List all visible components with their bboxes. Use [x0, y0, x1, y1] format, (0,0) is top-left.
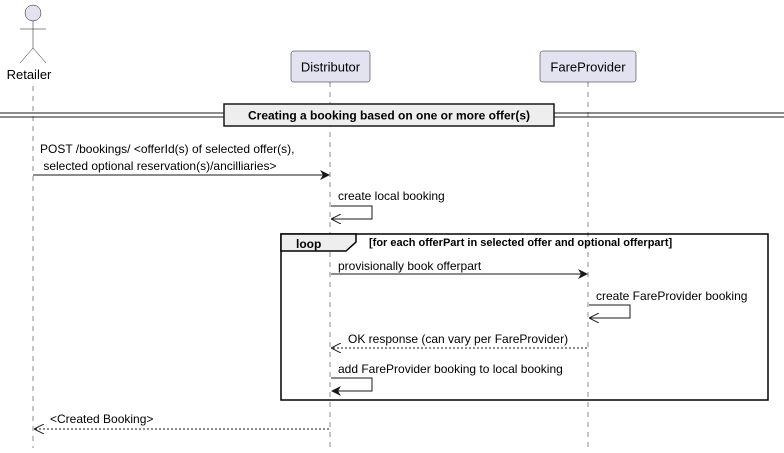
create-local-booking-arrow	[331, 205, 373, 219]
post-bookings-label-line2: selected optional reservation(s)/ancilli…	[40, 159, 276, 173]
loop-condition: [for each offerPart in selected offer an…	[369, 237, 672, 249]
loop-frame	[280, 233, 769, 401]
divider-title: Creating a booking based on one or more …	[248, 109, 530, 123]
loop-tab	[280, 233, 357, 252]
add-fp-booking-label: add FareProvider booking to local bookin…	[338, 362, 563, 376]
loop-keyword: loop	[296, 237, 321, 251]
distributor-box	[290, 50, 371, 83]
post-bookings-label-line1: POST /bookings/ <offerId(s) of selected …	[40, 142, 294, 156]
created-booking-label: <Created Booking>	[50, 412, 153, 426]
retailer-actor-icon	[19, 4, 47, 64]
fareprovider-label: FareProvider	[550, 60, 626, 75]
create-fp-booking-arrow	[589, 304, 631, 318]
fareprovider-box	[539, 50, 637, 83]
retailer-label: Retailer	[7, 67, 52, 82]
add-fp-booking-arrow	[331, 377, 373, 396]
section-divider	[0, 103, 784, 127]
create-fp-booking-label: create FareProvider booking	[596, 289, 747, 303]
create-local-booking-label: create local booking	[338, 189, 445, 203]
distributor-label: Distributor	[301, 60, 361, 75]
provisionally-book-label: provisionally book offerpart	[338, 259, 482, 273]
ok-response-label: OK response (can vary per FareProvider)	[348, 332, 568, 346]
